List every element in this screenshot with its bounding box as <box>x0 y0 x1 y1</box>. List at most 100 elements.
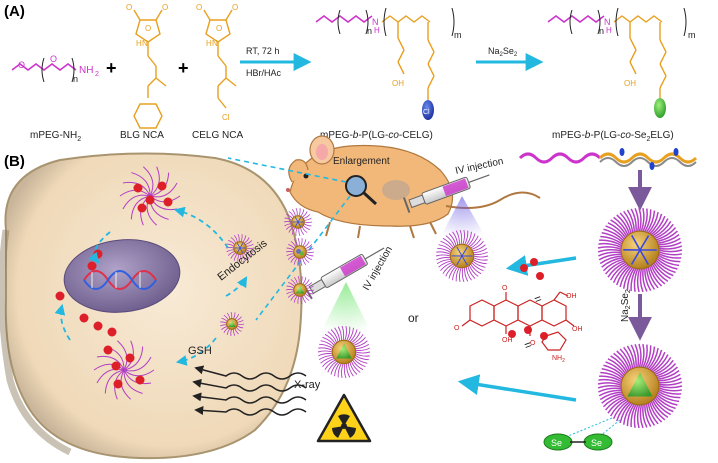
circulating-micelle-3 <box>285 275 315 305</box>
endocytosed-micelle-2 <box>219 311 245 337</box>
dox-dot <box>93 321 103 331</box>
svg-text:Cl: Cl <box>423 109 430 116</box>
svg-text:OH: OH <box>392 79 404 88</box>
svg-text:N: N <box>142 39 148 48</box>
dox-dot <box>145 195 155 205</box>
dox-dot <box>113 379 123 389</box>
or-label: or <box>408 311 419 325</box>
dna-helix-icon <box>83 270 157 290</box>
svg-text:n: n <box>599 26 604 36</box>
endocytosed-micelle-1 <box>225 233 255 263</box>
svg-text:O: O <box>454 325 460 332</box>
polymer-chain-icon <box>518 148 698 170</box>
radiation-warning-icon <box>316 393 372 443</box>
dox-micelle-blue <box>435 229 489 283</box>
dox-micelle-green <box>317 325 371 379</box>
reagent-mpeg-label: mPEG-NH2 <box>30 130 81 143</box>
circulating-micelle-1 <box>283 207 313 237</box>
dox-dots <box>508 258 548 340</box>
iv-injection-label-1: IV injection <box>454 156 504 177</box>
reagent-blg-label: BLG NCA <box>120 130 164 141</box>
svg-text:O: O <box>530 340 536 347</box>
svg-text:OH: OH <box>502 337 513 344</box>
syringe-icon-1 <box>402 174 490 213</box>
dox-dot <box>79 313 89 323</box>
panel-a-label: (A) <box>4 3 25 20</box>
magnification-dashed-lines <box>227 157 351 321</box>
dox-dot <box>103 345 113 355</box>
se-label-left: Se <box>551 438 562 448</box>
dox-dot <box>133 183 143 193</box>
svg-text:m: m <box>688 30 696 40</box>
svg-text:O: O <box>196 3 202 12</box>
na2se2-label: Na2Se2 <box>620 289 632 322</box>
selenium-group-icon <box>654 98 666 118</box>
tumor-cell <box>4 152 303 460</box>
svg-text:O: O <box>145 24 151 33</box>
celg-nca-structure <box>203 9 237 109</box>
svg-text:O: O <box>18 60 25 70</box>
intracellular-dashed-arrows <box>54 206 248 366</box>
svg-text:O: O <box>126 3 132 12</box>
plus-sign-2: + <box>178 58 189 78</box>
svg-text:H: H <box>374 26 380 35</box>
micelle-cl-large <box>597 207 683 293</box>
chlorine-group-icon <box>422 100 434 120</box>
product-1-structure: n N H m OH Cl <box>315 7 462 120</box>
dox-dot <box>87 261 97 271</box>
xray-waves <box>192 365 307 416</box>
svg-text:n: n <box>367 26 372 36</box>
mpeg-nh2-structure: O O n NH 2 <box>11 54 99 84</box>
syringe-2-beam <box>320 282 372 334</box>
equals-sign-2: = <box>522 337 533 353</box>
circulating-micelle-2 <box>285 237 315 267</box>
micelle-group <box>283 207 683 429</box>
dox-molecules-in-cell <box>55 181 173 389</box>
micelle-se-large <box>597 343 683 429</box>
product-2-label: mPEG-b-P(LG-co-Se2ELG) <box>552 130 674 143</box>
svg-text:N: N <box>604 17 611 27</box>
mouse-illustration <box>286 135 541 239</box>
intracellular-micelles <box>93 166 255 400</box>
svg-text:OH: OH <box>572 326 583 333</box>
panel-b-label: (B) <box>4 153 25 170</box>
dox-dot <box>55 291 65 301</box>
svg-text:O: O <box>502 285 508 292</box>
product-1-label: mPEG-b-P(LG-co-CELG) <box>320 130 433 141</box>
product-2-structure: n N H m OH <box>547 7 696 118</box>
svg-text:O: O <box>216 24 222 33</box>
svg-text:m: m <box>454 30 462 40</box>
svg-text:OH: OH <box>624 79 636 88</box>
cell-membrane-shadow <box>0 229 72 456</box>
svg-text:OH: OH <box>566 293 577 300</box>
magnifier-icon <box>345 175 367 197</box>
reaction-reagent-na2se2: Na2Se2 <box>488 46 518 58</box>
xray-label: X-ray <box>294 379 321 391</box>
dox-loading-arrow-green <box>457 374 577 402</box>
dox-dot <box>163 197 173 207</box>
reaction-condition-bottom: HBr/HAc <box>246 68 282 78</box>
svg-text:n: n <box>73 74 78 84</box>
disassembled-polymer-cluster-2 <box>93 340 155 400</box>
svg-text:H: H <box>136 39 142 48</box>
equals-sign-1: = <box>532 291 543 307</box>
dox-dot <box>125 353 135 363</box>
syringe-1-beam <box>440 196 486 238</box>
blg-nca-structure <box>133 9 167 129</box>
dox-dot <box>135 375 145 385</box>
svg-text:O: O <box>232 3 238 12</box>
dox-loading-arrow-blue <box>505 255 577 276</box>
svg-text:N: N <box>372 17 379 27</box>
diselenide-bond-icon <box>543 417 621 451</box>
svg-text:H: H <box>206 39 212 48</box>
svg-text:NH: NH <box>79 65 93 76</box>
reaction-condition-top: RT, 72 h <box>246 46 279 56</box>
dox-dot <box>107 327 117 337</box>
enlargement-label: Enlargement <box>333 156 390 167</box>
doxorubicin-structure <box>461 291 575 351</box>
svg-text:O: O <box>162 3 168 12</box>
svg-text:NH2: NH2 <box>552 355 565 364</box>
svg-text:H: H <box>606 26 612 35</box>
se-label-right: Se <box>591 438 602 448</box>
